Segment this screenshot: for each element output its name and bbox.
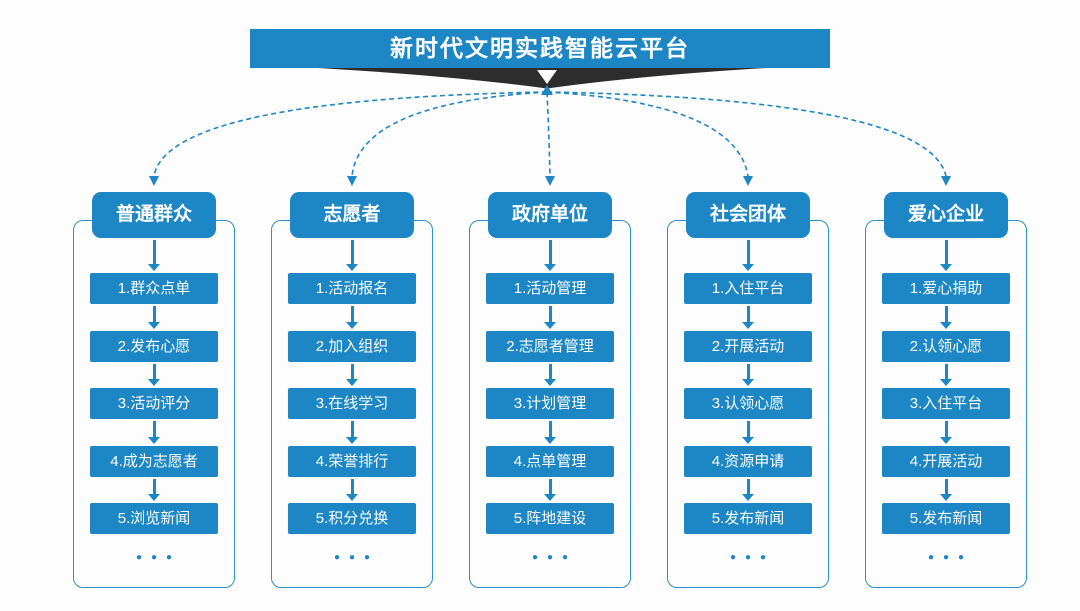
down-arrow-icon <box>147 479 161 501</box>
more-dots: ●●● <box>927 552 974 563</box>
more-dots: ●●● <box>135 552 182 563</box>
down-arrow-icon <box>147 240 161 271</box>
down-arrow-icon <box>939 364 953 386</box>
down-arrow-icon <box>543 479 557 501</box>
down-arrow-icon <box>939 479 953 501</box>
more-dots: ●●● <box>333 552 380 563</box>
step-box: 1.群众点单 <box>90 273 218 304</box>
down-arrow-icon <box>345 364 359 386</box>
step-box: 5.发布新闻 <box>882 503 1010 534</box>
column-header: 社会团体 <box>686 192 810 238</box>
step-box: 4.成为志愿者 <box>90 446 218 477</box>
step-box: 2.开展活动 <box>684 331 812 362</box>
step-box: 1.爱心捐助 <box>882 273 1010 304</box>
ribbon-down-arrow-icon <box>537 70 557 84</box>
step-box: 3.认领心愿 <box>684 388 812 419</box>
down-arrow-icon <box>741 364 755 386</box>
down-arrow-icon <box>345 421 359 444</box>
step-box: 1.入住平台 <box>684 273 812 304</box>
platform-title-banner: 新时代文明实践智能云平台 <box>250 29 830 68</box>
connector-line-2 <box>351 91 548 177</box>
step-box: 5.发布新闻 <box>684 503 812 534</box>
step-box: 1.活动管理 <box>486 273 614 304</box>
step-box: 2.发布心愿 <box>90 331 218 362</box>
step-box: 3.在线学习 <box>288 388 416 419</box>
step-box: 5.阵地建设 <box>486 503 614 534</box>
connector-line-5 <box>546 91 947 177</box>
column-caring-enterprises: 爱心企业 1.爱心捐助 2.认领心愿 3.入住平台 4.开展活动 5.发布新闻 … <box>865 192 1027 592</box>
step-box: 5.浏览新闻 <box>90 503 218 534</box>
down-arrow-icon <box>543 240 557 271</box>
column-social-groups: 社会团体 1.入住平台 2.开展活动 3.认领心愿 4.资源申请 5.发布新闻 … <box>667 192 829 592</box>
connector-arrowhead-4 <box>743 176 753 186</box>
column-header: 政府单位 <box>488 192 612 238</box>
down-arrow-icon <box>345 479 359 501</box>
step-box: 3.入住平台 <box>882 388 1010 419</box>
step-box: 2.加入组织 <box>288 331 416 362</box>
down-arrow-icon <box>345 306 359 329</box>
step-box: 3.计划管理 <box>486 388 614 419</box>
step-box: 2.志愿者管理 <box>486 331 614 362</box>
column-header: 普通群众 <box>92 192 216 238</box>
down-arrow-icon <box>147 421 161 444</box>
column-header: 爱心企业 <box>884 192 1008 238</box>
step-box: 4.点单管理 <box>486 446 614 477</box>
down-arrow-icon <box>741 240 755 271</box>
down-arrow-icon <box>939 240 953 271</box>
connector-arrowhead-5 <box>941 176 951 186</box>
step-box: 3.活动评分 <box>90 388 218 419</box>
step-box: 1.活动报名 <box>288 273 416 304</box>
connector-arrowhead-1 <box>149 176 159 186</box>
step-box: 4.荣誉排行 <box>288 446 416 477</box>
ribbon-shape <box>252 64 828 89</box>
more-dots: ●●● <box>729 552 776 563</box>
connector-line-3 <box>546 91 551 177</box>
column-header: 志愿者 <box>290 192 414 238</box>
down-arrow-icon <box>741 479 755 501</box>
down-arrow-icon <box>147 364 161 386</box>
step-box: 5.积分兑换 <box>288 503 416 534</box>
connector-line-4 <box>546 91 749 177</box>
down-arrow-icon <box>543 306 557 329</box>
connector-arrowhead-3 <box>545 176 555 186</box>
down-arrow-icon <box>147 306 161 329</box>
step-box: 4.开展活动 <box>882 446 1010 477</box>
down-arrow-icon <box>741 421 755 444</box>
down-arrow-icon <box>543 421 557 444</box>
down-arrow-icon <box>939 306 953 329</box>
more-dots: ●●● <box>531 552 578 563</box>
step-box: 4.资源申请 <box>684 446 812 477</box>
step-box: 2.认领心愿 <box>882 331 1010 362</box>
connector-arrowhead-2 <box>347 176 357 186</box>
down-arrow-icon <box>345 240 359 271</box>
column-ordinary-public: 普通群众 1.群众点单 2.发布心愿 3.活动评分 4.成为志愿者 5.浏览新闻… <box>73 192 235 592</box>
connector-line-1 <box>153 91 548 177</box>
down-arrow-icon <box>939 421 953 444</box>
down-arrow-icon <box>543 364 557 386</box>
column-volunteers: 志愿者 1.活动报名 2.加入组织 3.在线学习 4.荣誉排行 5.积分兑换 ●… <box>271 192 433 592</box>
down-arrow-icon <box>741 306 755 329</box>
column-government: 政府单位 1.活动管理 2.志愿者管理 3.计划管理 4.点单管理 5.阵地建设… <box>469 192 631 592</box>
